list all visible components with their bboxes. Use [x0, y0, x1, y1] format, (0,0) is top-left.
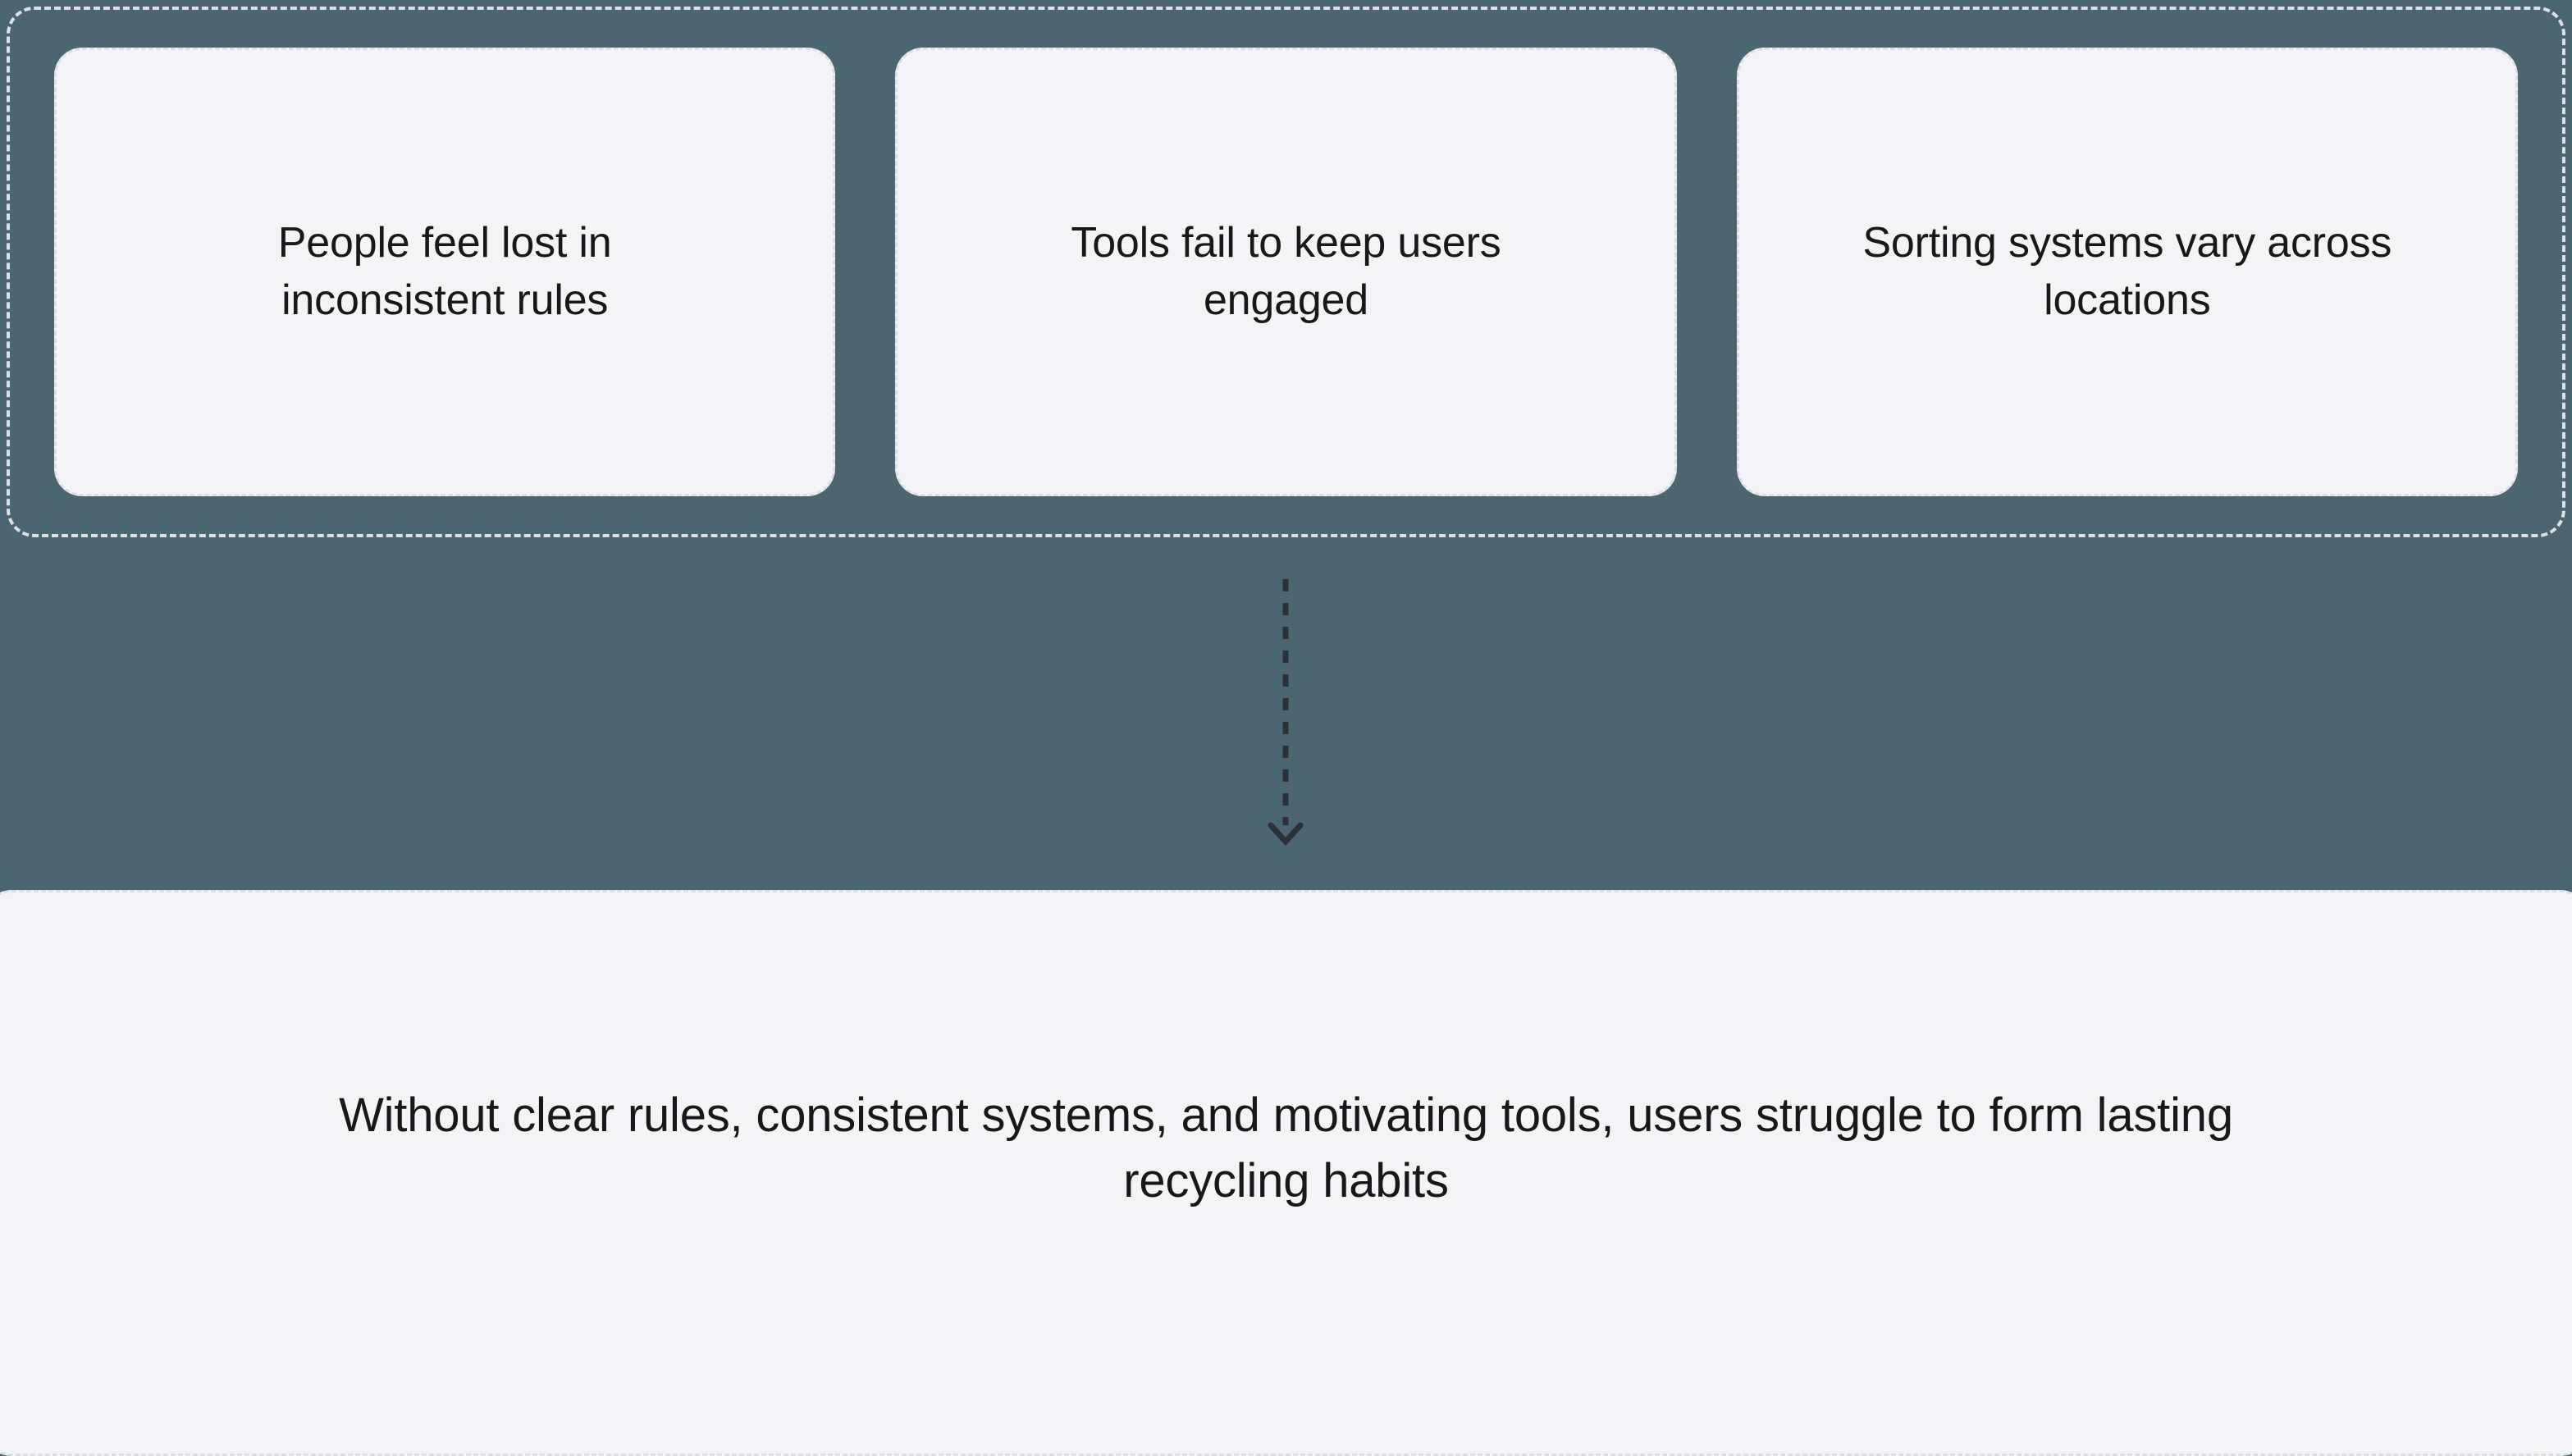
problem-card-3[interactable]: Sorting systems vary across locations: [1736, 48, 2518, 496]
arrow-down-dashed-icon: [1268, 579, 1304, 847]
problem-card-3-label: Sorting systems vary across locations: [1862, 219, 2392, 324]
connector-arrow-down: [1246, 579, 1325, 850]
problem-card-2[interactable]: Tools fail to keep users engaged: [895, 48, 1677, 496]
conclusion-panel-label: Without clear rules, consistent systems,…: [339, 1088, 2233, 1207]
conclusion-panel[interactable]: Without clear rules, consistent systems,…: [0, 890, 2572, 1456]
problem-card-1-label: People feel lost in inconsistent rules: [277, 219, 612, 324]
problem-card-2-label: Tools fail to keep users engaged: [1071, 219, 1501, 324]
problem-card-1[interactable]: People feel lost in inconsistent rules: [54, 48, 836, 496]
problem-group-container: People feel lost in inconsistent rules T…: [7, 7, 2565, 537]
